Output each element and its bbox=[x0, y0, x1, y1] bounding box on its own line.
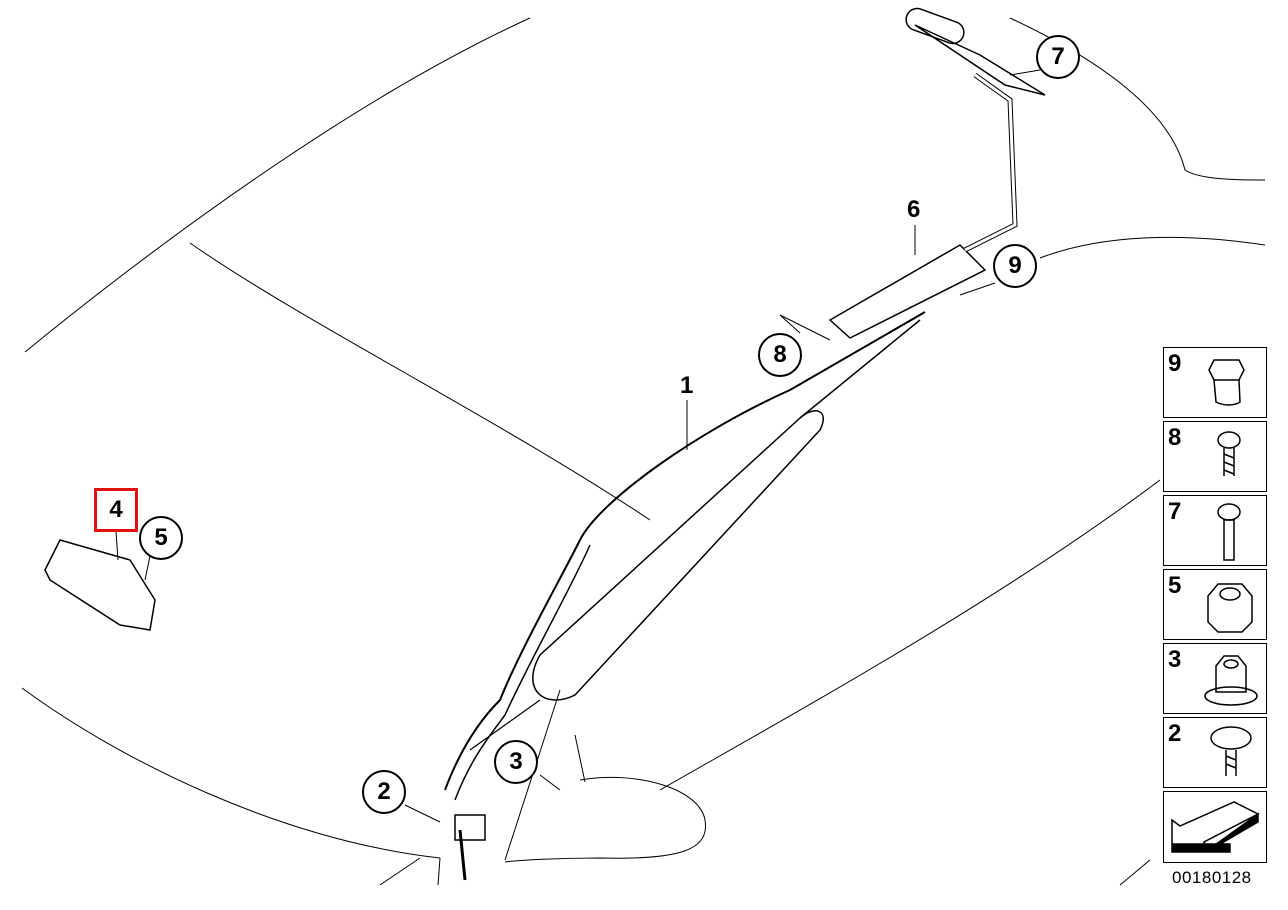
legend-number: 7 bbox=[1168, 498, 1182, 525]
callout-7[interactable]: 7 bbox=[1036, 35, 1080, 79]
callout-5[interactable]: 5 bbox=[139, 516, 183, 560]
torx-screw-icon bbox=[1217, 431, 1241, 476]
callout-2[interactable]: 2 bbox=[362, 770, 406, 814]
legend-number: 5 bbox=[1168, 572, 1182, 599]
rivet-nut-icon bbox=[1208, 359, 1245, 406]
callout-3[interactable]: 3 bbox=[494, 740, 538, 784]
legend-item-9[interactable]: 9 bbox=[1163, 347, 1267, 418]
legend-number: 3 bbox=[1168, 646, 1182, 673]
legend-item-8[interactable]: 8 bbox=[1163, 421, 1267, 492]
legend-item-2[interactable]: 2 bbox=[1163, 717, 1267, 788]
legend-number: 9 bbox=[1168, 350, 1182, 377]
callout-6[interactable]: 6 bbox=[907, 196, 921, 223]
legend-item-5[interactable]: 5 bbox=[1163, 569, 1267, 640]
torx-bolt-icon bbox=[1217, 503, 1241, 561]
legend-number: 2 bbox=[1168, 720, 1182, 747]
orientation-arrow-box bbox=[1163, 791, 1267, 863]
callout-4-highlighted[interactable]: 4 bbox=[94, 488, 138, 532]
callout-9[interactable]: 9 bbox=[993, 244, 1037, 288]
diagram-code: 00180128 bbox=[1172, 868, 1252, 887]
small-parts-legend: 9 8 7 5 3 2 bbox=[1163, 347, 1267, 863]
legend-item-7[interactable]: 7 bbox=[1163, 495, 1267, 566]
legend-number: 8 bbox=[1168, 424, 1182, 451]
hex-nut-icon bbox=[1207, 583, 1253, 633]
legend-item-3[interactable]: 3 bbox=[1163, 643, 1267, 714]
washer-screw-icon bbox=[1210, 726, 1252, 776]
direction-arrow-icon bbox=[1171, 801, 1260, 853]
flange-nut-icon bbox=[1204, 655, 1258, 706]
callout-8[interactable]: 8 bbox=[758, 333, 802, 377]
callout-1[interactable]: 1 bbox=[680, 372, 694, 399]
